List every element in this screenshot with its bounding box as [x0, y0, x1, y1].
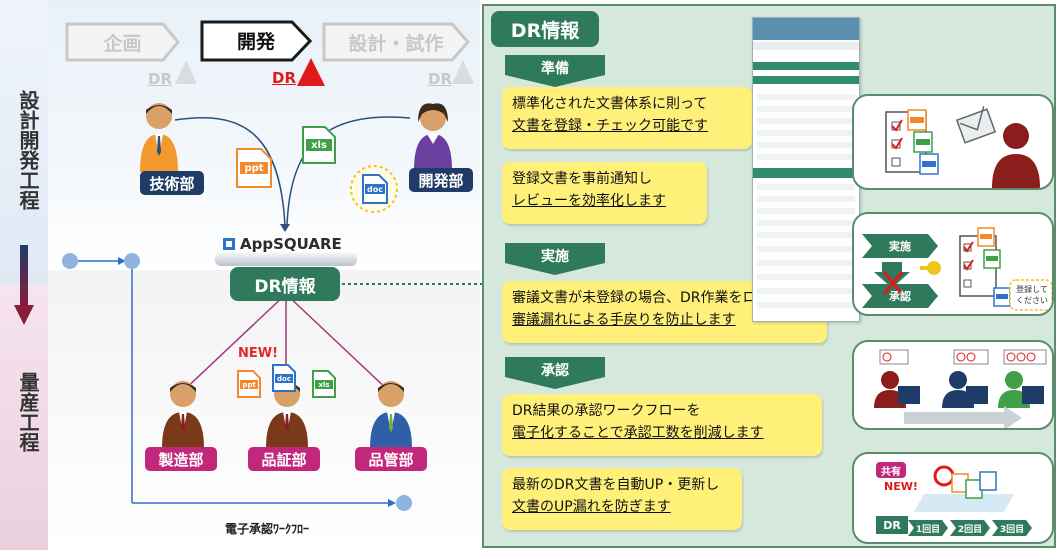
xls-file-icon-small: xls — [312, 370, 336, 398]
appsquare-icon — [223, 238, 235, 250]
note-standard-docs: 標準化された文書体系に則って 文書を登録・チェック可能です — [502, 87, 752, 149]
illustration-bubble-line2: ください — [1016, 296, 1048, 305]
phase-development: 開発 — [200, 20, 312, 62]
mass-production-label: 量産工程 — [16, 372, 40, 452]
xls-file-label: xls — [311, 139, 327, 151]
section-header-execute: 実施 — [505, 243, 605, 275]
illustration-new-label: NEW! — [884, 480, 918, 493]
design-dev-label: 設計開発工程 — [16, 90, 40, 210]
app-screenshot-thumbnail — [752, 17, 860, 322]
illustration-round-1: 1回目 — [915, 524, 941, 535]
approval-workflow-label: 電子承認ﾜｰｸﾌﾛｰ — [225, 522, 310, 536]
mass-production-band — [0, 285, 48, 550]
doc-file-label: doc — [367, 184, 383, 194]
illustration-lock: 実施 承認 登録して ください — [852, 212, 1054, 316]
xls-file-icon: xls — [302, 126, 336, 164]
doc-file-icon: doc — [362, 174, 388, 204]
ppt-file-icon: ppt — [236, 148, 272, 188]
dev-person-icon — [414, 103, 452, 170]
dr-info-hub: DR情報 — [230, 267, 340, 301]
note-approval-workflow: DR結果の承認ワークフローを 電子化することで承認工数を削減します — [502, 394, 822, 456]
ppt-file-label: ppt — [244, 162, 264, 174]
mfg-person-icon — [162, 381, 204, 448]
phase-design-trial: 設計・試作 — [322, 22, 470, 62]
note-line-underlined: 文書のUP漏れを防ぎます — [512, 499, 671, 515]
illustration-share-label: 共有 — [881, 466, 901, 478]
dept-qc: 品管部 — [355, 447, 427, 471]
dept-mfg: 製造部 — [145, 447, 217, 471]
dr-info-panel-title: DR情報 — [491, 11, 599, 47]
section-header-approve-label: 承認 — [541, 363, 569, 379]
ppt-file-icon-small: ppt — [237, 370, 261, 398]
checklist-mail-icon — [885, 105, 1040, 188]
dept-dev: 開発部 — [409, 168, 473, 192]
section-header-approve: 承認 — [505, 357, 605, 389]
appsquare-platform — [215, 252, 357, 266]
illustration-exec-label: 実施 — [889, 240, 911, 253]
note-line: DR結果の承認ワークフローを — [512, 403, 701, 419]
note-auto-update: 最新のDR文書を自動UP・更新し 文書のUP漏れを防ぎます — [502, 468, 742, 530]
phase-design-trial-label: 設計・試作 — [348, 32, 444, 55]
note-advance-notice: 登録文書を事前通知し レビューを効率化します — [502, 162, 707, 224]
phase-development-label: 開発 — [236, 30, 275, 53]
illustration-approval — [852, 340, 1054, 430]
approval-flow-icon — [874, 349, 1047, 428]
illustration-approve-label: 承認 — [889, 290, 911, 303]
down-arrow-icon — [14, 245, 34, 325]
note-line-underlined: レビューを効率化します — [512, 193, 666, 209]
dr-marker-development: DR — [272, 69, 297, 87]
section-header-prepare: 準備 — [505, 55, 605, 87]
dr-marker-planning: DR — [148, 70, 173, 88]
note-line-underlined: 審議漏れによる手戻りを防止します — [512, 312, 736, 328]
note-line: 登録文書を事前通知し — [512, 171, 652, 187]
note-line: 標準化された文書体系に則って — [512, 96, 708, 112]
section-header-prepare-label: 準備 — [541, 61, 569, 77]
dept-tech: 技術部 — [140, 171, 204, 195]
illustration-bubble-line1: 登録して — [1016, 285, 1048, 294]
illustration-round-2: 2回目 — [957, 524, 983, 535]
note-line: 最新のDR文書を自動UP・更新し — [512, 477, 720, 493]
appsquare-logo: AppSQUARE — [222, 232, 350, 256]
doc-file-label-small: doc — [277, 374, 291, 383]
design-dev-band — [0, 0, 48, 285]
note-line-underlined: 文書を登録・チェック可能です — [512, 118, 708, 134]
illustration-register-check — [852, 94, 1054, 190]
section-header-execute-label: 実施 — [541, 249, 569, 265]
phase-planning: 企画 — [65, 22, 180, 62]
qc-person-icon — [370, 381, 412, 448]
note-line: 審議文書が未登録の場合、DR作業をロックし — [512, 290, 799, 306]
illustration-round-3: 3回目 — [999, 524, 1025, 535]
dept-qa: 品証部 — [248, 447, 320, 471]
dr-marker-design: DR — [428, 70, 453, 88]
ppt-file-label-small: ppt — [242, 380, 256, 389]
new-badge: NEW! — [238, 346, 279, 361]
phase-planning-label: 企画 — [103, 32, 142, 55]
appsquare-name: AppSQUARE — [240, 235, 342, 253]
illustration-share: 共有 NEW! DR 1回目 2回目 3回目 — [852, 452, 1054, 544]
illustration-dr-label: DR — [883, 518, 901, 532]
tech-person-icon — [140, 103, 178, 172]
doc-file-icon-small: doc — [272, 364, 296, 392]
xls-file-label-small: xls — [318, 380, 330, 389]
note-line-underlined: 電子化することで承認工数を削減します — [512, 425, 764, 441]
